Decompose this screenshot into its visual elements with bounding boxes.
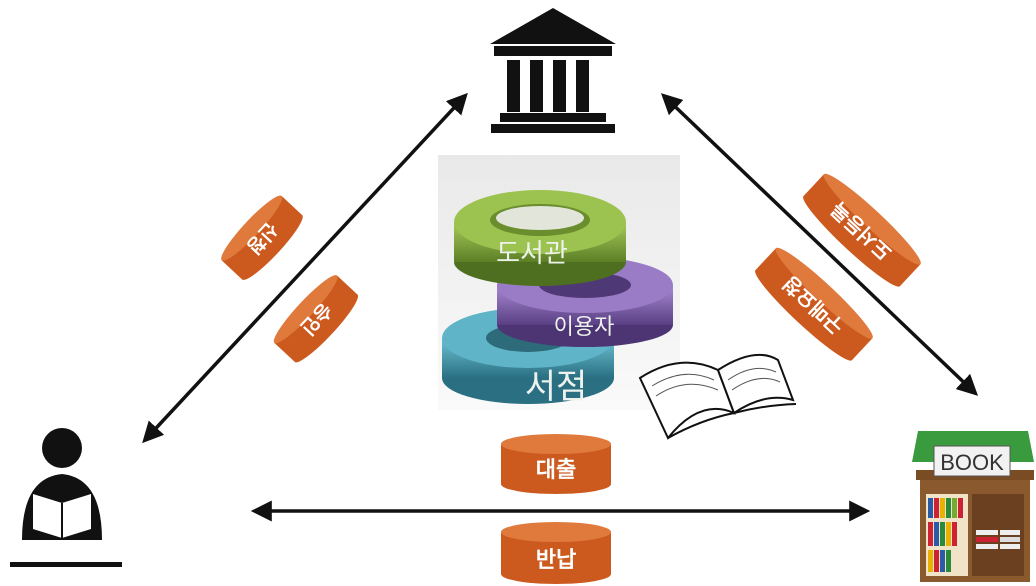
tag-loan: 대출	[501, 434, 611, 494]
tag-apply: 신청	[221, 195, 303, 280]
tag-purchase-request: 구매요청	[755, 247, 873, 361]
bookstore-icon: BOOK	[912, 431, 1034, 582]
tag-register-books: 도서등록	[803, 173, 921, 287]
arrow-library-bookstore	[660, 93, 979, 396]
person-reading-icon	[10, 428, 122, 567]
library-building-icon	[490, 8, 616, 133]
tag-loan-label: 대출	[536, 458, 576, 483]
open-book-icon	[638, 353, 797, 440]
tag-return: 반납	[501, 522, 611, 584]
arrow-user-library	[142, 92, 468, 444]
ring-label-user: 이용자	[554, 315, 615, 340]
tag-approve: 승인	[273, 275, 359, 363]
bookstore-sign: BOOK	[940, 450, 1004, 475]
ring-label-bookstore: 서점	[525, 367, 588, 407]
ring-label-library: 도서관	[496, 239, 568, 269]
stacked-rings-graphic	[438, 155, 680, 410]
tag-return-label: 반납	[536, 548, 576, 573]
